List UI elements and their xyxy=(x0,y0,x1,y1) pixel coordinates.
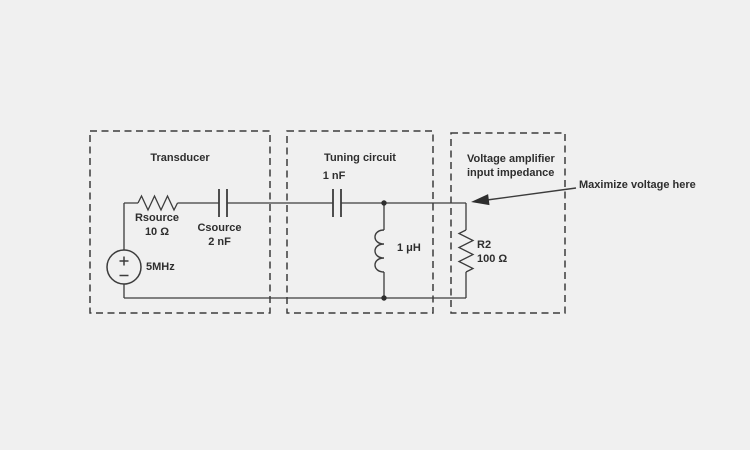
junction-dot-bottom xyxy=(381,295,387,301)
csource-name: Csource xyxy=(197,222,242,234)
r2-label: R2 100 Ω xyxy=(477,238,507,266)
tuning-capacitor-symbol xyxy=(332,189,342,217)
amplifier-box xyxy=(450,132,566,314)
r2-value: 100 Ω xyxy=(477,253,508,265)
rsource-name: Rsource xyxy=(134,212,180,224)
junction-dot-top xyxy=(381,200,387,206)
rsource-resistor-symbol xyxy=(137,194,179,212)
tuning-circuit-title: Tuning circuit xyxy=(324,152,396,164)
csource-value: 2 nF xyxy=(208,236,231,248)
tuning-circuit-box xyxy=(286,130,434,314)
maximize-voltage-annotation: Maximize voltage here xyxy=(579,179,696,191)
annotation-arrow-line xyxy=(486,187,577,201)
inductor-coil-symbol xyxy=(374,229,385,273)
amplifier-title: Voltage amplifier input impedance xyxy=(467,152,555,180)
csource-label: Csource 2 nF xyxy=(182,221,257,249)
rsource-label: Rsource 10 Ω xyxy=(117,211,197,239)
amplifier-title-line1: Voltage amplifier xyxy=(467,153,555,165)
voltage-source-plus-icon xyxy=(119,256,129,266)
amplifier-title-line2: input impedance xyxy=(467,167,555,179)
r2-resistor-symbol xyxy=(457,229,475,273)
annotation-arrowhead-icon xyxy=(471,194,490,206)
transducer-title: Transducer xyxy=(150,152,210,164)
transducer-box xyxy=(89,130,271,314)
tuning-inductor-value-label: 1 μH xyxy=(397,242,421,254)
csource-capacitor-symbol xyxy=(218,189,228,217)
voltage-source-symbol xyxy=(106,249,142,285)
r2-name: R2 xyxy=(477,239,492,251)
tuning-cap-value-label: 1 nF xyxy=(322,170,346,182)
vsource-frequency-label: 5MHz xyxy=(146,261,175,273)
rsource-value: 10 Ω xyxy=(144,226,170,238)
